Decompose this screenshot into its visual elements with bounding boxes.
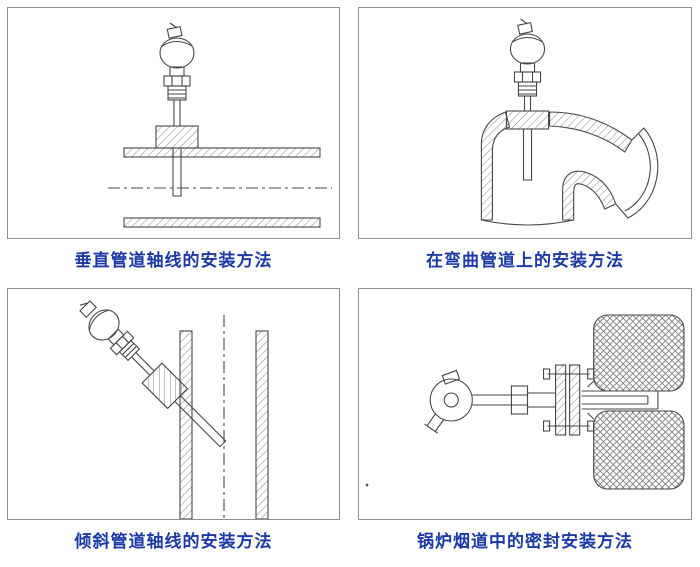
boiler-flue-installation-drawing — [365, 314, 685, 490]
panel-inclined-pipe: 倾斜管道轴线的安装方法 — [7, 288, 340, 552]
protection-tube — [581, 395, 649, 405]
caption-inclined-pipe: 倾斜管道轴线的安装方法 — [74, 532, 273, 551]
caption-curved-pipe: 在弯曲管道上的安装方法 — [426, 251, 624, 270]
elbow-top-wall — [549, 111, 633, 153]
hex-nut — [163, 75, 191, 87]
elbow-outer-wall — [480, 111, 511, 221]
neck — [169, 66, 185, 77]
protection-tube — [172, 148, 182, 197]
connection-head — [159, 37, 195, 69]
head-cap — [166, 25, 183, 39]
sealing-sleeve — [581, 390, 659, 410]
curved-pipe-installation-drawing — [480, 18, 659, 226]
hex-nut — [513, 71, 542, 83]
stem — [131, 356, 151, 376]
diagram-frame-boiler-flue — [358, 288, 692, 520]
connection-head — [429, 378, 473, 422]
vertical-installation-drawing — [108, 22, 332, 228]
caption-boiler-flue: 锅炉烟道中的密封安装方法 — [417, 532, 633, 551]
thermocouple-assembly — [79, 300, 227, 448]
diagram-frame-vertical-pipe — [7, 7, 340, 239]
panel-vertical-pipe: 垂直管道轴线的安装方法 — [7, 7, 340, 271]
flange-bolts — [543, 368, 595, 432]
protection-tube — [174, 395, 227, 448]
flue-wall-upper — [593, 314, 685, 392]
flue-wall-lower — [593, 410, 685, 490]
mounting-boss — [505, 110, 550, 130]
conduit-stub — [424, 413, 445, 434]
weld-ticks — [587, 380, 595, 420]
diagram-frame-curved-pipe — [358, 7, 692, 239]
flange-plate-right — [569, 364, 581, 436]
stray-mark — [365, 483, 369, 487]
connection-head — [88, 309, 120, 341]
elbow-inner-wall — [562, 170, 617, 221]
caption-vertical-pipe: 垂直管道轴线的安装方法 — [74, 251, 273, 270]
flange-plate-left — [555, 364, 567, 436]
panel-boiler-flue: 锅炉烟道中的密封安装方法 — [358, 288, 692, 552]
mounting-boss — [155, 125, 199, 149]
mounting-boss — [141, 362, 189, 410]
pipe-bottom-opening — [481, 219, 574, 226]
inclined-installation-drawing — [79, 300, 269, 519]
head-cap — [79, 300, 97, 318]
pipe-left-wall — [179, 330, 193, 519]
diagram-frame-inclined-pipe — [7, 288, 340, 520]
pipe-mouth — [615, 127, 659, 219]
neck — [519, 62, 536, 73]
union-fitting — [510, 385, 529, 415]
pipe-right-wall — [255, 330, 269, 519]
panel-curved-pipe: 在弯曲管道上的安装方法 — [358, 7, 692, 271]
pipe-top-wall — [123, 147, 321, 158]
connection-head — [509, 33, 546, 65]
thread-section — [118, 339, 141, 362]
head-cap — [517, 21, 534, 35]
head-cap — [441, 369, 461, 385]
protection-tube — [522, 129, 533, 181]
pipe-bottom-wall — [123, 217, 321, 228]
